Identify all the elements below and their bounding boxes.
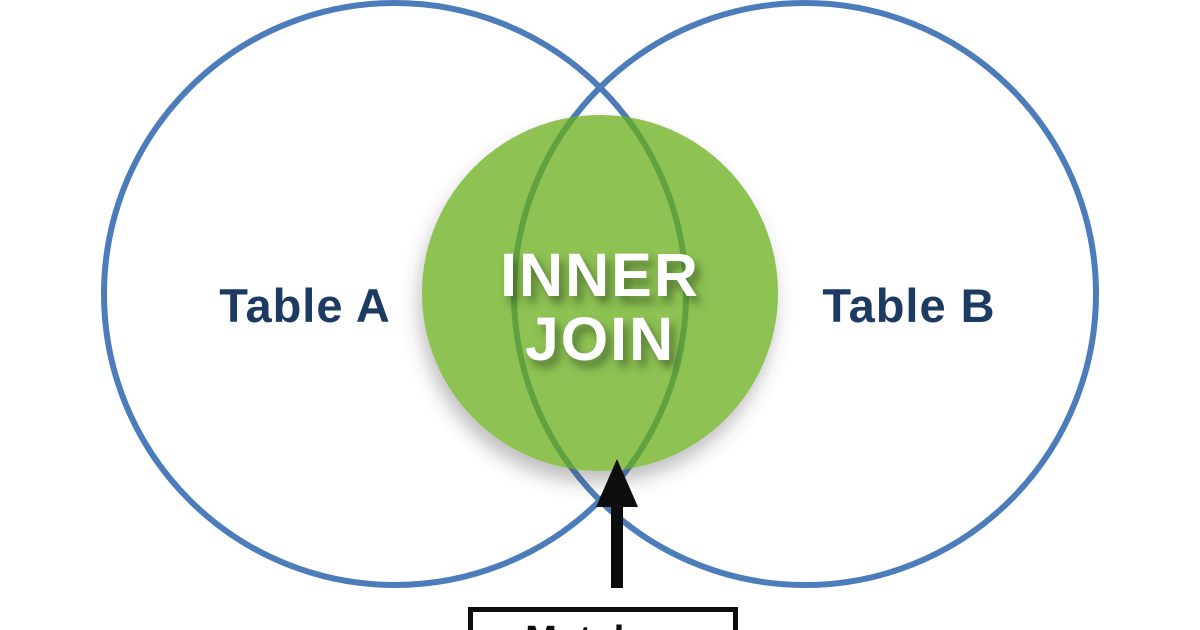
intersection-circle <box>422 115 778 471</box>
lens-arc-right <box>511 115 778 471</box>
up-arrow-icon <box>596 459 638 588</box>
inner-join-label-line1: INNER <box>500 241 700 309</box>
matches-callout-box: Matches <box>468 607 738 630</box>
intersection-lens-arcs <box>422 115 778 471</box>
inner-join-label: INNER JOIN <box>440 243 760 371</box>
table-b-label: Table B <box>822 279 996 332</box>
lens-arc-left <box>422 115 689 471</box>
matches-callout-label: Matches <box>525 619 681 630</box>
inner-join-label-line2: JOIN <box>524 305 676 373</box>
table-a-label: Table A <box>219 279 391 332</box>
